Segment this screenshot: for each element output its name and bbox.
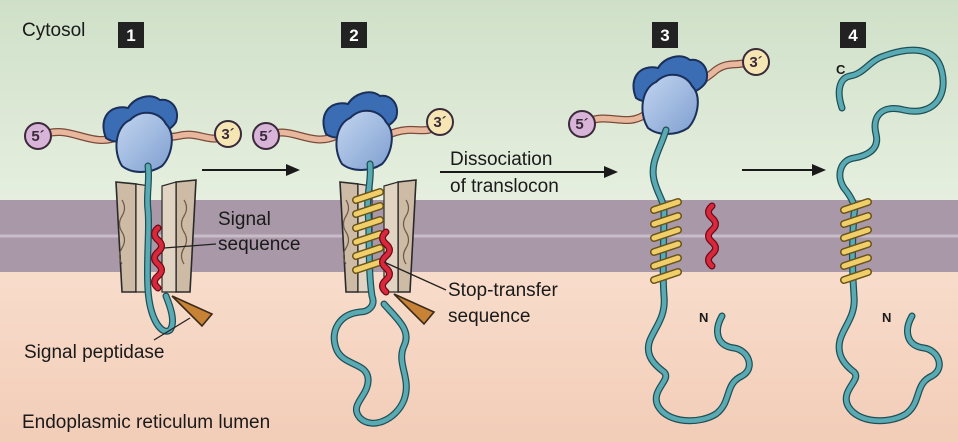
- arrow-1-to-2: [202, 164, 300, 176]
- five-prime-badge: 5´: [252, 122, 280, 150]
- ribosome-icon: [322, 91, 398, 171]
- signal-peptidase-icon: [171, 295, 214, 328]
- arrow-3-to-4: [742, 164, 826, 176]
- n-terminus-label: N: [699, 310, 708, 325]
- svg-text:3: 3: [660, 26, 669, 45]
- step-badge-1: 1: [118, 22, 144, 48]
- signal-label-line1: Signal: [218, 209, 271, 230]
- svg-text:5´: 5´: [259, 128, 272, 145]
- stop-transfer-leader: [383, 261, 447, 291]
- three-prime-badge: 3´: [214, 120, 242, 148]
- svg-text:1: 1: [126, 26, 135, 45]
- lumen-region: [0, 272, 958, 442]
- panel-3: 5´ 3´ N: [568, 48, 770, 425]
- svg-text:3´: 3´: [749, 54, 762, 71]
- n-terminus-label: N: [882, 310, 891, 325]
- svg-text:5´: 5´: [31, 128, 44, 145]
- stop-transfer-label-line2: sequence: [448, 306, 530, 327]
- stop-transfer-label-line1: Stop-transfer: [448, 280, 558, 301]
- signal-peptidase-label: Signal peptidase: [24, 342, 165, 363]
- svg-text:3´: 3´: [221, 126, 234, 143]
- svg-text:4: 4: [848, 26, 858, 45]
- stop-transfer-helix-3: [650, 198, 682, 284]
- signal-peptidase-leader: [153, 317, 191, 341]
- dissociation-label-line2: of translocon: [450, 176, 559, 197]
- arrow-2-to-3: [440, 166, 618, 178]
- signal-label-line2: sequence: [218, 234, 300, 255]
- step-badge-2: 2: [341, 22, 367, 48]
- ribosome-icon: [632, 55, 708, 135]
- stop-transfer-helix-2: [352, 188, 384, 274]
- signal-peptidase-icon: [393, 293, 436, 326]
- panel-2: 5´ 3´: [252, 91, 454, 427]
- signal-leader-line: [163, 243, 217, 249]
- stop-transfer-helix-4: [840, 198, 872, 284]
- ribosome-icon: [102, 95, 178, 173]
- three-prime-badge: 3´: [742, 48, 770, 76]
- panel-1: 5´ 3´: [24, 95, 242, 335]
- five-prime-badge: 5´: [24, 122, 52, 150]
- panel-4: C N: [835, 46, 947, 425]
- cytosol-label: Cytosol: [22, 20, 85, 41]
- step-badge-3: 3: [652, 22, 678, 48]
- svg-text:5´: 5´: [575, 116, 588, 133]
- three-prime-badge: 3´: [426, 108, 454, 136]
- step-badge-4: 4: [840, 22, 866, 48]
- svg-text:3´: 3´: [433, 114, 446, 131]
- dissociation-label-line1: Dissociation: [450, 149, 552, 170]
- svg-text:2: 2: [349, 26, 358, 45]
- c-terminus-label: C: [836, 62, 846, 77]
- five-prime-badge: 5´: [568, 110, 596, 138]
- lumen-label: Endoplasmic reticulum lumen: [22, 412, 270, 433]
